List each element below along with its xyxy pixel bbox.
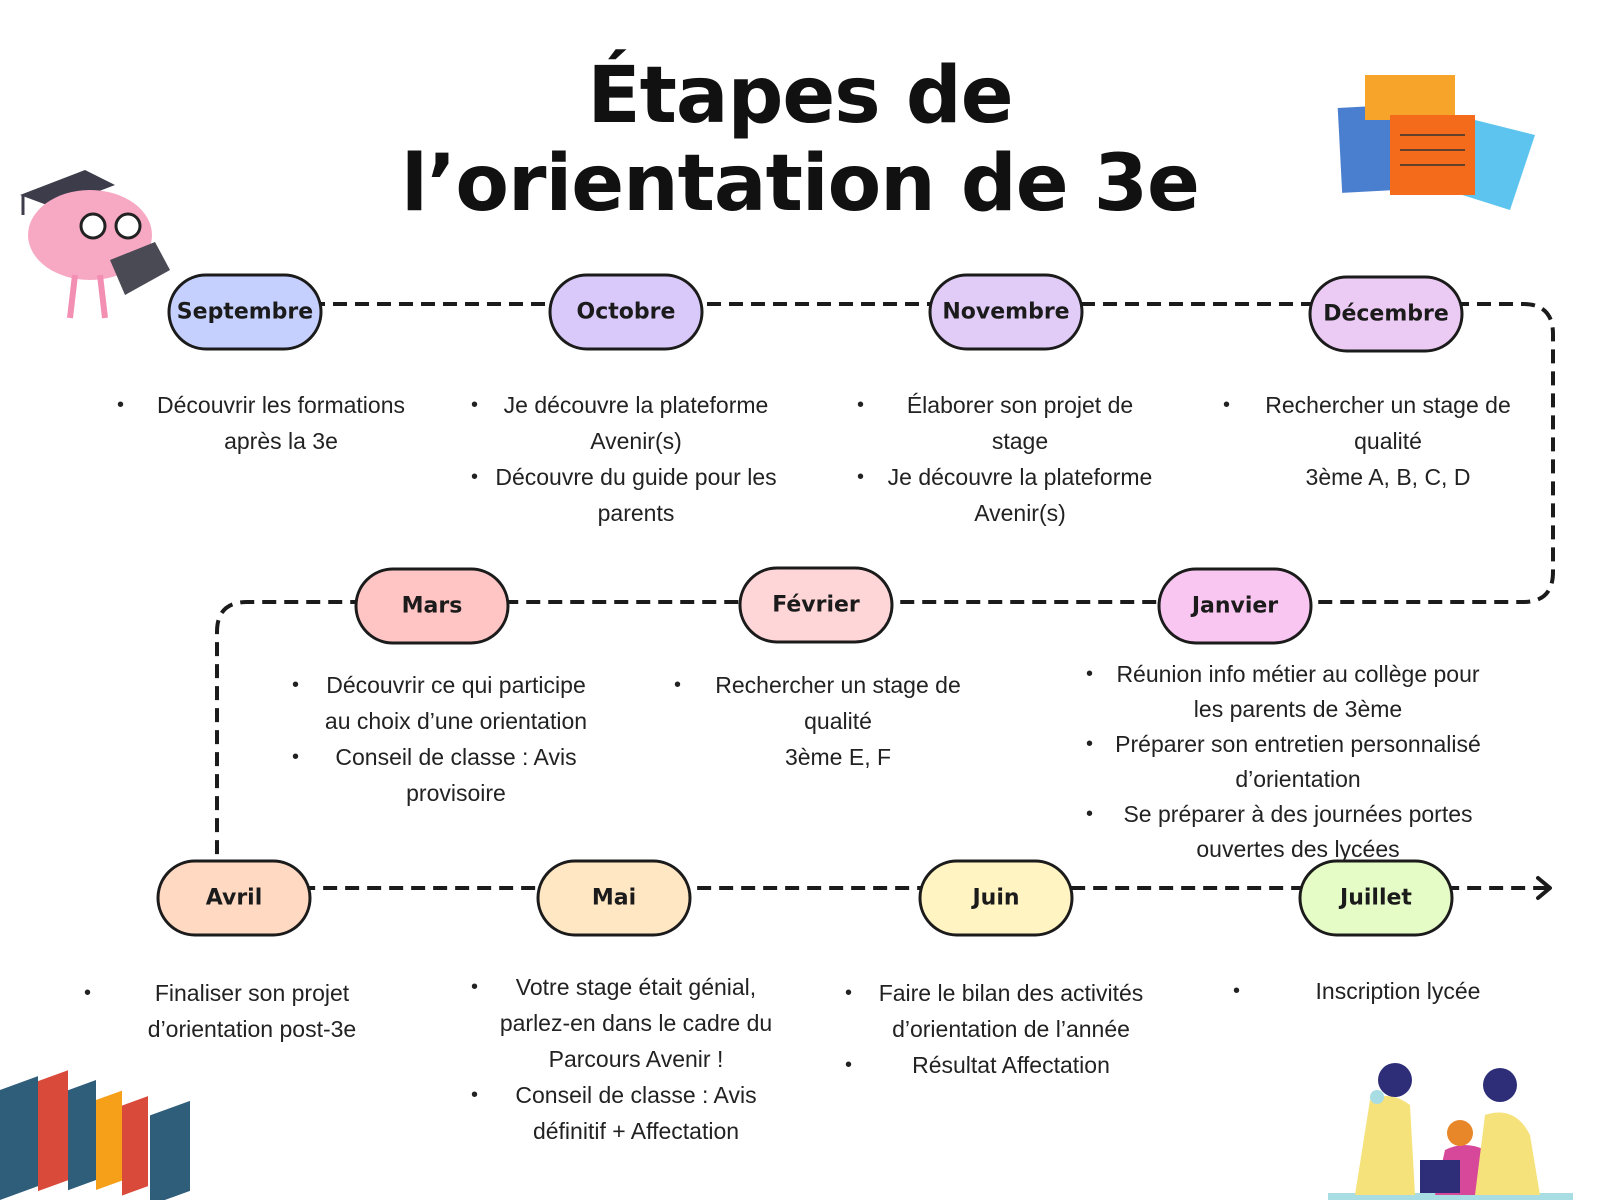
task-item: •Finaliser son projet d’orientation post… xyxy=(84,980,357,1042)
task-item: •Conseil de classe : Avis définitif + Af… xyxy=(471,1082,757,1144)
mars-tasks: •Découvrir ce qui participe au choix d’u… xyxy=(292,667,596,811)
month-pill-janvier: Janvier xyxy=(1157,567,1313,645)
novembre-tasks: •Élaborer son projet de stage •Je découv… xyxy=(857,387,1160,531)
avril-tasks: •Finaliser son projet d’orientation post… xyxy=(84,975,382,1047)
task-item: •Préparer son entretien personnalisé d’o… xyxy=(1086,731,1481,792)
month-pill-juin: Juin xyxy=(918,859,1074,937)
task-item: •Je découvre la plateforme Avenir(s) xyxy=(471,392,769,454)
task-item: •Découvrir ce qui participe au choix d’u… xyxy=(292,672,588,734)
task-item: •Conseil de classe : Avis provisoire xyxy=(292,744,577,806)
janvier-tasks: •Réunion info métier au collège pour les… xyxy=(1086,657,1493,867)
task-note: 3ème A, B, C, D xyxy=(1305,464,1471,490)
fevrier-tasks: •Rechercher un stage de qualité 3ème E, … xyxy=(674,667,978,775)
task-item: •Faire le bilan des activités d’orientat… xyxy=(845,980,1144,1042)
juin-tasks: •Faire le bilan des activités d’orientat… xyxy=(845,975,1156,1083)
mai-tasks: •Votre stage était génial, parlez-en dan… xyxy=(471,969,781,1149)
title-line-2: l’orientation de 3e xyxy=(401,139,1200,229)
month-pill-mai: Mai xyxy=(536,859,692,937)
month-pill-novembre: Novembre xyxy=(928,273,1084,351)
task-item: •Découvre du guide pour les parents xyxy=(471,464,777,526)
task-item: •Votre stage était génial, parlez-en dan… xyxy=(471,974,773,1072)
month-pill-avril: Avril xyxy=(156,859,312,937)
septembre-tasks: •Découvrir les formations après la 3e xyxy=(117,387,426,459)
task-item: •Je découvre la plateforme Avenir(s) xyxy=(857,464,1153,526)
month-pill-decembre: Décembre xyxy=(1308,275,1464,353)
task-item: •Élaborer son projet de stage xyxy=(857,392,1134,454)
books-illustration xyxy=(0,1070,190,1200)
octobre-tasks: •Je découvre la plateforme Avenir(s) •Dé… xyxy=(471,387,781,531)
task-item: •Inscription lycée xyxy=(1233,978,1481,1004)
task-item: •Rechercher un stage de qualité xyxy=(1223,392,1511,454)
title-line-1: Étapes de xyxy=(587,51,1013,141)
task-item: •Rechercher un stage de qualité xyxy=(674,672,961,734)
page-title: Étapes de l’orientation de 3e xyxy=(300,52,1300,228)
task-item: •Découvrir les formations après la 3e xyxy=(117,392,405,454)
task-item: •Résultat Affectation xyxy=(845,1052,1110,1078)
arrow-head-icon xyxy=(1536,876,1552,900)
month-pill-mars: Mars xyxy=(354,567,510,645)
juillet-tasks: •Inscription lycée xyxy=(1233,973,1538,1009)
brain-mascot-illustration xyxy=(20,170,170,319)
task-note: 3ème E, F xyxy=(784,744,892,770)
decembre-tasks: •Rechercher un stage de qualité 3ème A, … xyxy=(1223,387,1533,495)
month-pill-juillet: Juillet xyxy=(1298,859,1454,937)
month-pill-octobre: Octobre xyxy=(548,273,704,351)
task-item: •Réunion info métier au collège pour les… xyxy=(1086,661,1480,722)
sticky-notes-illustration xyxy=(1337,75,1535,210)
people-with-laptop-illustration xyxy=(1328,1063,1573,1200)
month-pill-septembre: Septembre xyxy=(167,273,323,351)
month-pill-fevrier: Février xyxy=(738,566,894,644)
task-item: •Se préparer à des journées portes ouver… xyxy=(1086,801,1473,862)
